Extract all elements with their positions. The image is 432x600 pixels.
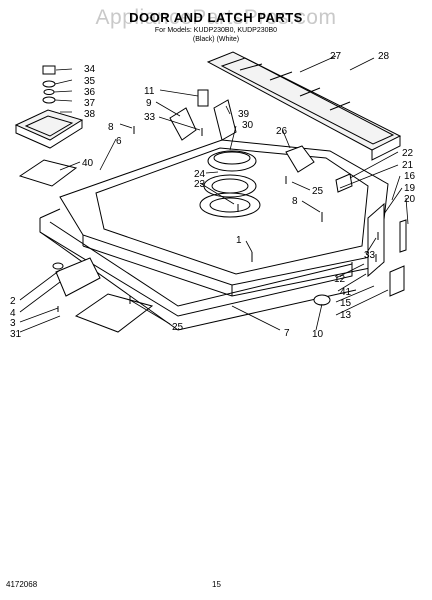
color-variants: (Black) (White) [192, 36, 240, 43]
latch-part [285, 145, 315, 173]
hinge-bracket [52, 257, 101, 297]
side-latch-bracket [335, 173, 407, 297]
callout-27: 27 [330, 51, 342, 62]
vent-trim-part [206, 51, 402, 161]
diagram-title: DOOR AND LATCH PARTS [129, 10, 303, 25]
callout-33-right: 33 [364, 250, 376, 261]
callout-6: 6 [116, 136, 122, 147]
callout-4: 4 [10, 308, 16, 319]
door-bumper [313, 294, 331, 306]
callout-7: 7 [284, 328, 290, 339]
model-numbers: For Models: KUDP230B0, KUDP230B0 [154, 27, 278, 34]
callout-12: 12 [334, 274, 346, 285]
callout-10: 10 [312, 329, 324, 340]
dispenser-assembly [199, 150, 261, 218]
insulation-pad [18, 159, 154, 333]
callout-23: 23 [194, 179, 206, 190]
callout-35: 35 [84, 76, 96, 87]
callout-8-right: 8 [292, 196, 298, 207]
callout-28: 28 [378, 51, 390, 62]
callout-40: 40 [82, 158, 94, 169]
callout-11: 11 [144, 86, 155, 97]
callout-16: 16 [404, 171, 416, 182]
mounting-brackets [169, 89, 237, 141]
callout-26: 26 [276, 126, 288, 137]
callout-9: 9 [146, 98, 152, 109]
latch-assembly [14, 65, 84, 149]
callout-41: 41 [340, 287, 352, 298]
callout-19: 19 [404, 183, 416, 194]
callout-30: 30 [242, 120, 254, 131]
callout-13: 13 [340, 310, 352, 321]
outer-door-frame [39, 208, 357, 331]
callout-38: 38 [84, 109, 96, 120]
callout-numbers: 34 35 36 37 38 8 6 40 11 9 33 39 30 27 2… [10, 51, 416, 340]
callout-3: 3 [10, 318, 16, 329]
callout-24: 24 [194, 169, 206, 180]
callout-8-left: 8 [108, 122, 114, 133]
callout-34: 34 [84, 64, 96, 75]
callout-1: 1 [236, 235, 242, 246]
callout-36: 36 [84, 87, 96, 98]
callout-25-left: 25 [172, 322, 184, 333]
callout-2: 2 [10, 296, 16, 307]
document-number: 4172068 [6, 580, 38, 589]
callout-37: 37 [84, 98, 96, 109]
inner-door-panel [59, 139, 389, 297]
watermark: AppliancePartsPros.com [95, 6, 337, 29]
callout-39: 39 [238, 109, 250, 120]
callout-20: 20 [404, 194, 416, 205]
callout-21: 21 [402, 160, 414, 171]
page-number: 15 [212, 580, 221, 589]
callout-33-top: 33 [144, 112, 156, 123]
leader-lines [19, 55, 409, 333]
callout-22: 22 [402, 148, 414, 159]
callout-25-right: 25 [312, 186, 324, 197]
callout-15: 15 [340, 298, 352, 309]
callout-31: 31 [10, 329, 22, 340]
